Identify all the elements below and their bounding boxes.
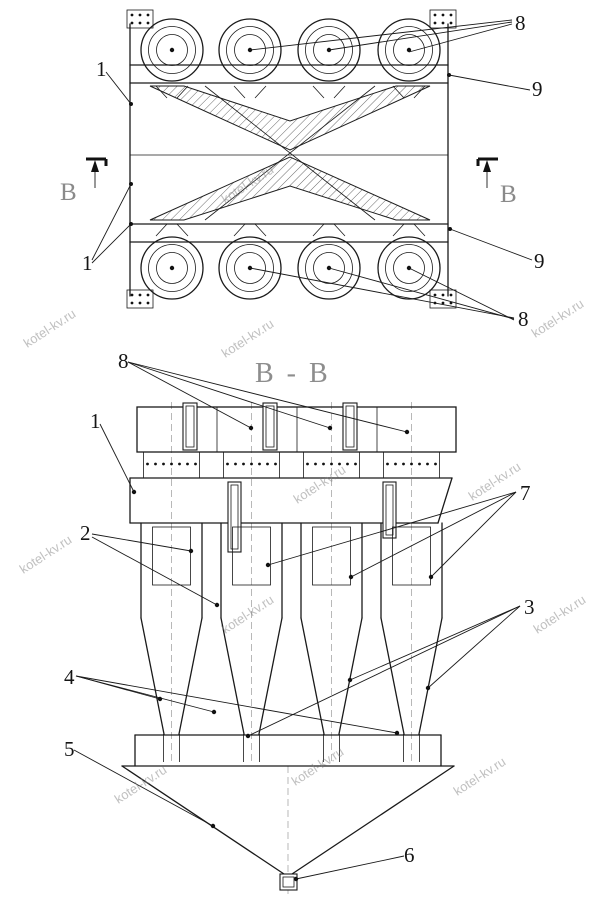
watermark-text: kotel-kv.ru: [291, 462, 349, 507]
watermark-text: kotel-kv.ru: [219, 592, 277, 637]
cyclone-centerlines: [171, 402, 412, 898]
callout-9-right-bottom: 9: [534, 249, 545, 273]
callout-1-section: 1: [90, 409, 101, 433]
callout-4-section: 4: [64, 665, 75, 689]
callout-8-top: 8: [515, 11, 526, 35]
section-cut-marker-left: В: [60, 157, 108, 206]
inlet-duct-hatching: [149, 85, 431, 221]
callout-8-section: 8: [118, 349, 129, 373]
flange-bolt-rows: [143, 452, 440, 478]
cyclone-bodies: [140, 522, 443, 762]
watermark-text: kotel-kv.ru: [21, 306, 79, 351]
watermark-text: kotel-kv.ru: [531, 592, 589, 637]
watermark-text: kotel-kv.ru: [466, 459, 524, 504]
section-view-title: В - В: [255, 358, 331, 389]
watermark-text: kotel-kv.ru: [529, 296, 587, 341]
section-letter-left: В: [60, 179, 77, 206]
watermark-text: kotel-kv.ru: [451, 754, 509, 799]
watermark-text: kotel-kv.ru: [17, 532, 75, 577]
cyclone-tubes-bottom-row: [140, 236, 441, 300]
top-view-body-outline: [129, 23, 449, 297]
callout-6-section: 6: [404, 843, 415, 867]
callout-9-right-top: 9: [532, 77, 543, 101]
inlet-vane-ticks: [155, 85, 426, 237]
top-view-leader-lines: [91, 19, 533, 321]
callout-3-section: 3: [524, 595, 535, 619]
dust-hopper: [121, 734, 455, 891]
watermark-text: kotel-kv.ru: [112, 762, 170, 807]
section-view-drawing: В - В: [64, 349, 535, 898]
cyclone-tubes-top-row: [140, 18, 441, 82]
callout-1-left-top: 1: [96, 57, 107, 81]
callout-5-section: 5: [64, 737, 75, 761]
watermark-text: kotel-kv.ru: [219, 316, 277, 361]
section-letter-right: В: [500, 181, 517, 208]
callout-1-left-bottom: 1: [82, 251, 93, 275]
callout-7-section: 7: [520, 481, 531, 505]
callout-8-bottom: 8: [518, 307, 529, 331]
outlet-header-box: [136, 402, 457, 453]
callout-2-section: 2: [80, 521, 91, 545]
top-view-drawing: В В: [60, 9, 545, 331]
distribution-chamber: [129, 477, 453, 553]
section-view-leader-lines: [73, 361, 521, 882]
section-cut-marker-right: В: [476, 157, 517, 208]
